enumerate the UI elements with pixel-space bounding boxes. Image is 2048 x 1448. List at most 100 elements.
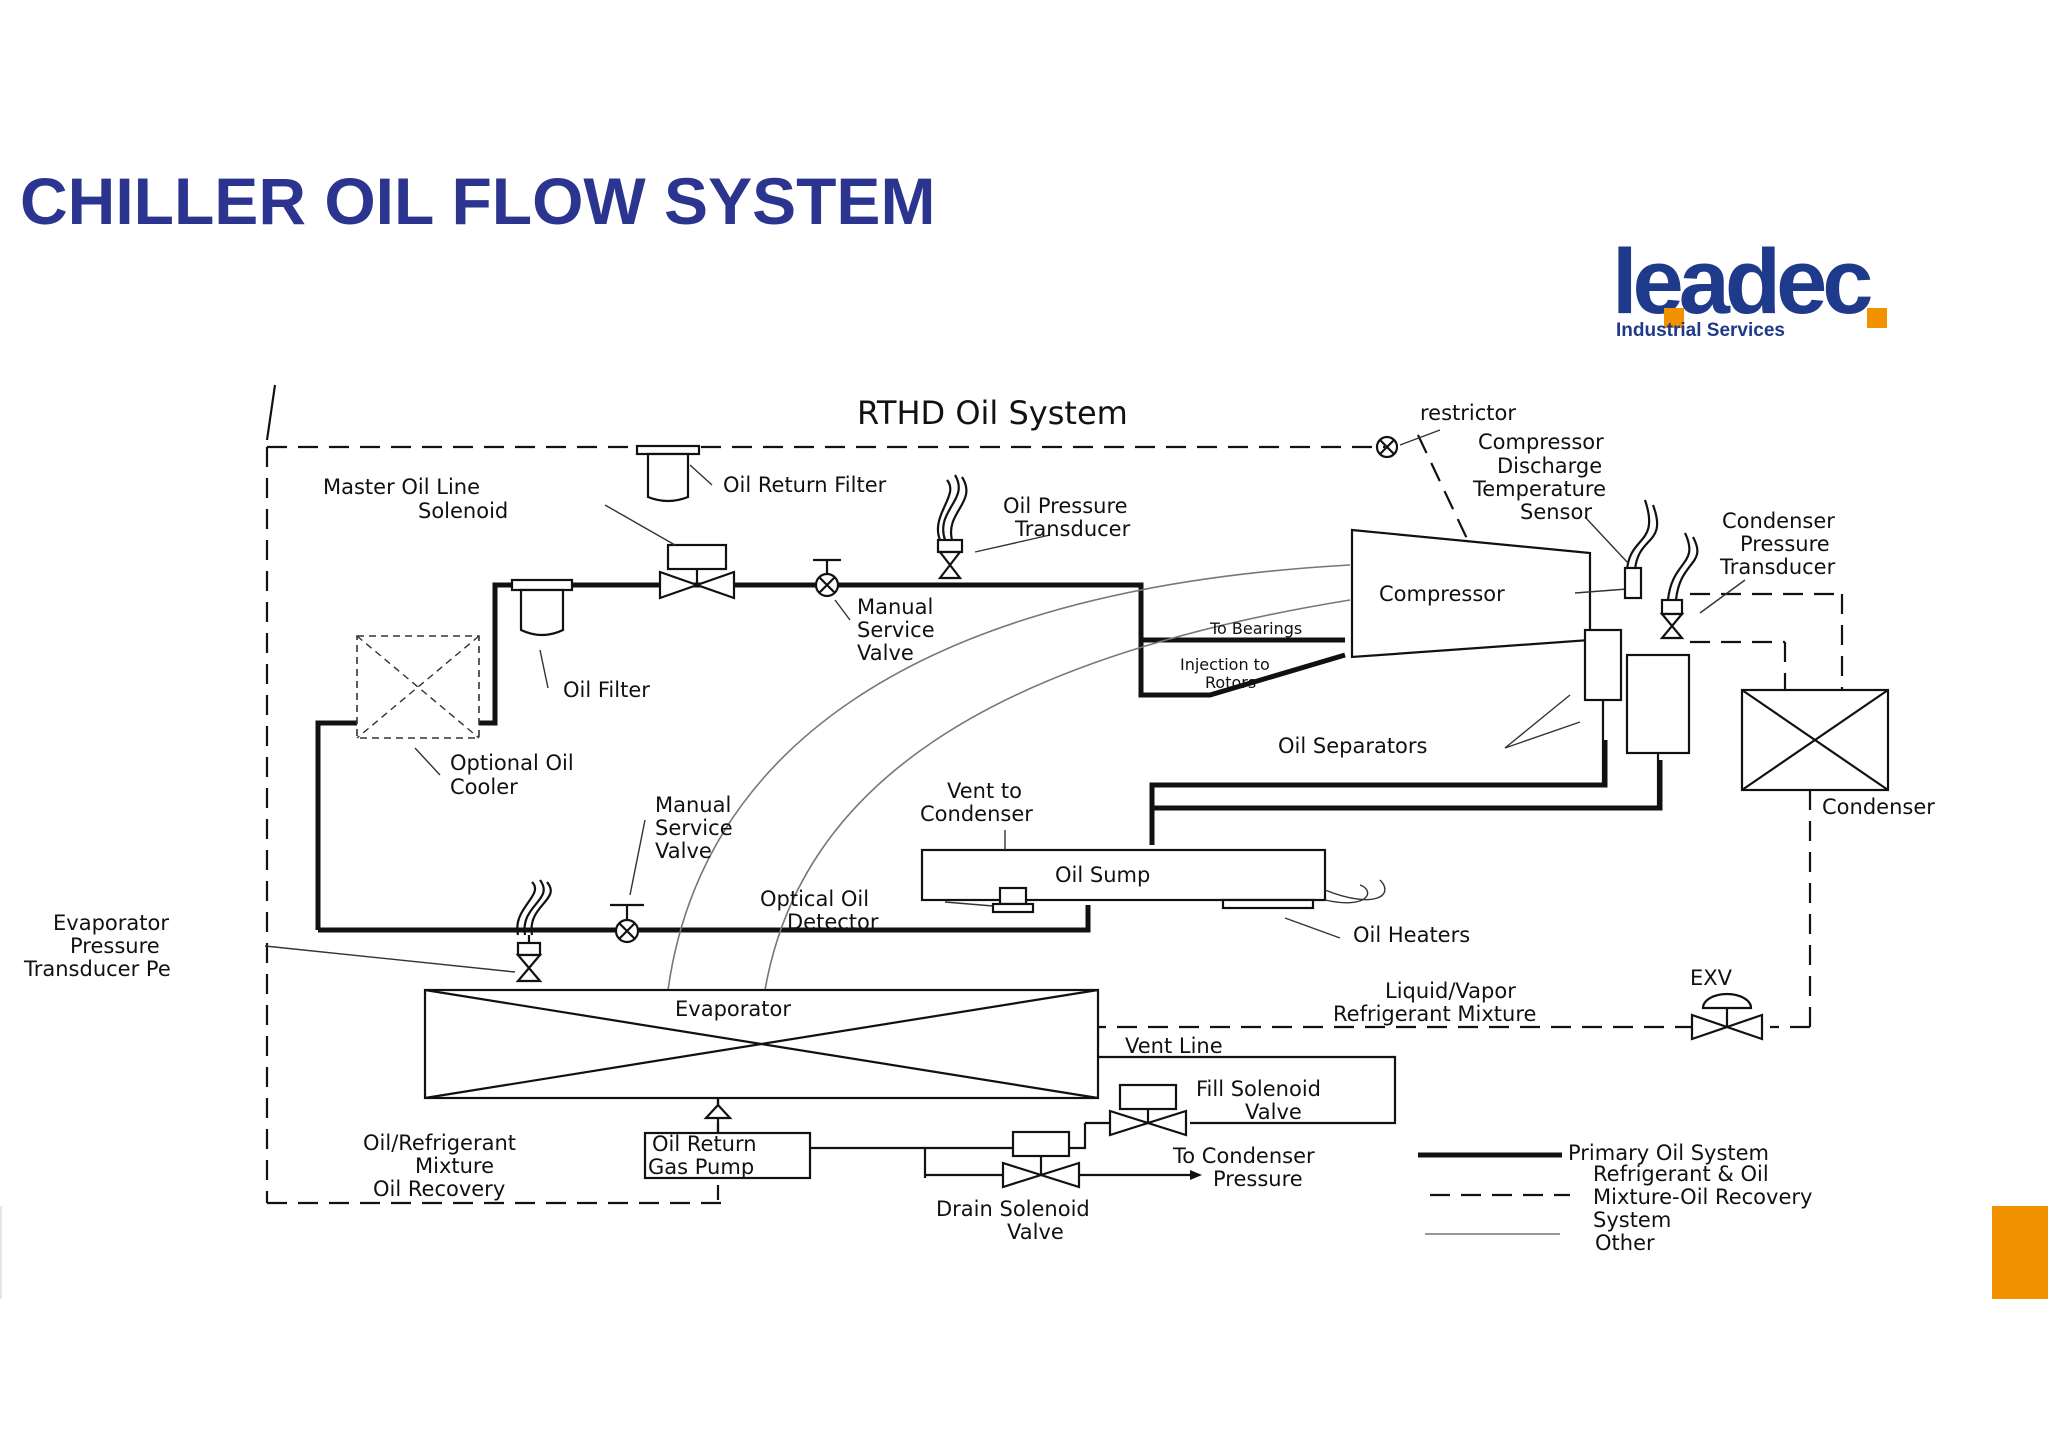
optional-oil-cooler [356, 635, 480, 776]
exv-valve [1690, 992, 1764, 1041]
label-to-condenser-pressure: To Condenser Pressure [1172, 1144, 1315, 1191]
label-line: Liquid/Vapor [1385, 979, 1516, 1003]
label-line: Vent to [947, 779, 1022, 803]
legend-mixture-line: System [1593, 1208, 1671, 1232]
discharge-sensors [1584, 499, 1746, 640]
label-line: Valve [655, 839, 712, 863]
label-injection-to-rotors: Injection to Rotors [1180, 655, 1270, 692]
label-line: Oil/Refrigerant [363, 1131, 516, 1155]
label-line: Valve [857, 641, 914, 665]
label-line: Oil Recovery [373, 1177, 505, 1201]
evaporator [423, 988, 1397, 1125]
legend-other: Other [1595, 1231, 1655, 1255]
drain-solenoid-valve [925, 1130, 1202, 1189]
label-line: Valve [1245, 1100, 1302, 1124]
label-line: To Condenser [1172, 1144, 1315, 1168]
optical-oil-detector [944, 886, 1035, 914]
label-line: Sensor [1520, 500, 1592, 524]
label-to-bearings: To Bearings [1209, 619, 1302, 638]
logo-tagline: Industrial Services [1616, 320, 1785, 341]
label-line: Cooler [450, 775, 518, 799]
legend-mixture-line: Mixture-Oil Recovery [1593, 1185, 1812, 1209]
label-drain-solenoid: Drain Solenoid Valve [936, 1197, 1090, 1244]
manual-service-valve-mid [610, 819, 646, 944]
label-line: Mixture [415, 1154, 494, 1178]
label-line: Drain Solenoid [936, 1197, 1090, 1221]
label-line: Solenoid [418, 499, 508, 523]
condenser [1740, 688, 1890, 792]
label-line: Optional Oil [450, 751, 574, 775]
slide-title: CHILLER OIL FLOW SYSTEM [20, 164, 936, 238]
label-line: Manual [857, 595, 933, 619]
recovery-dashed-lines [265, 384, 1844, 1205]
oil-return-filter [635, 444, 713, 503]
oil-return-gas-pump [643, 1098, 925, 1180]
logo-accent-square [1664, 308, 1684, 328]
label-line: Optical Oil [760, 887, 869, 911]
leadec-logo: leadec Industrial Services [1612, 236, 1912, 346]
diagram-title: RTHD Oil System [857, 394, 1128, 432]
label-oil-heaters: Oil Heaters [1353, 923, 1470, 947]
label-line: Fill Solenoid [1196, 1077, 1321, 1101]
primary-oil-lines [315, 582, 1663, 933]
fill-solenoid-valve [923, 1083, 1188, 1178]
oil-filter [510, 578, 574, 689]
label-line: Manual [655, 793, 731, 817]
label-gas-pump: Oil Return Gas Pump [648, 1132, 757, 1179]
label-oil-filter: Oil Filter [563, 678, 650, 702]
label-optional-oil-cooler: Optional Oil Cooler [450, 751, 574, 799]
other-gray-lines [667, 564, 1351, 991]
label-line: Pressure [1740, 532, 1830, 556]
legend-mixture-line: Refrigerant & Oil [1593, 1162, 1769, 1186]
diagram-legend: Primary Oil System Refrigerant & Oil Mix… [1568, 1141, 1812, 1255]
label-evaporator-pressure-transducer: Evaporator Pressure Transducer Pe [23, 911, 171, 981]
logo-accent-square [1867, 308, 1887, 328]
manual-service-valve-top [813, 558, 851, 621]
evaporator-pressure-transducer [264, 879, 552, 983]
label-condenser: Condenser [1822, 795, 1935, 819]
label-line: Service [857, 618, 935, 642]
label-line: Service [655, 816, 733, 840]
label-compressor-discharge: Compressor Discharge Temperature Sensor [1472, 430, 1606, 524]
label-line: Injection to [1180, 655, 1270, 674]
label-oil-recovery: Oil/Refrigerant Mixture Oil Recovery [363, 1131, 516, 1201]
label-line: Condenser [920, 802, 1033, 826]
label-vent-line: Vent Line [1125, 1034, 1223, 1058]
label-line: Valve [1007, 1220, 1064, 1244]
label-restrictor: restrictor [1420, 401, 1516, 425]
label-evaporator: Evaporator [675, 997, 791, 1021]
label-line: Evaporator [53, 911, 169, 935]
oil-sump [920, 830, 1386, 939]
label-line: Transducer [1719, 555, 1836, 579]
label-line: Condenser [1722, 509, 1835, 533]
oil-separators [1504, 628, 1691, 808]
label-oil-return-filter: Oil Return Filter [723, 473, 887, 497]
label-liquid-vapor: Liquid/Vapor Refrigerant Mixture [1333, 979, 1536, 1026]
label-line: Discharge [1497, 454, 1602, 478]
label-line: Pressure [70, 934, 160, 958]
label-oil-sump: Oil Sump [1055, 863, 1150, 887]
label-line: Pressure [1213, 1167, 1303, 1191]
label-line: Temperature [1472, 477, 1606, 501]
label-fill-solenoid: Fill Solenoid Valve [1196, 1077, 1321, 1124]
label-line: Oil Pressure [1003, 494, 1128, 518]
label-line: Transducer Pe [23, 957, 171, 981]
master-solenoid-valve [604, 504, 736, 600]
label-vent-to-condenser: Vent to Condenser [920, 779, 1033, 826]
label-line: Oil Return [652, 1132, 757, 1156]
label-line: Gas Pump [648, 1155, 754, 1179]
label-line: Compressor [1478, 430, 1604, 454]
label-line: Detector [787, 910, 879, 934]
label-exv: EXV [1690, 966, 1733, 990]
label-compressor: Compressor [1379, 582, 1505, 606]
orange-accent-tab [1992, 1206, 2048, 1299]
legend-primary: Primary Oil System [1568, 1141, 1769, 1165]
oil-pressure-transducer [936, 474, 1051, 580]
legend-lines [1418, 1152, 1570, 1235]
label-oil-separators: Oil Separators [1278, 734, 1427, 758]
label-master-solenoid: Master Oil Line Solenoid [323, 475, 508, 523]
label-line: Refrigerant Mixture [1333, 1002, 1536, 1026]
left-edge-marker [0, 1206, 2, 1299]
label-manual-service-valve-top: Manual Service Valve [857, 595, 935, 665]
